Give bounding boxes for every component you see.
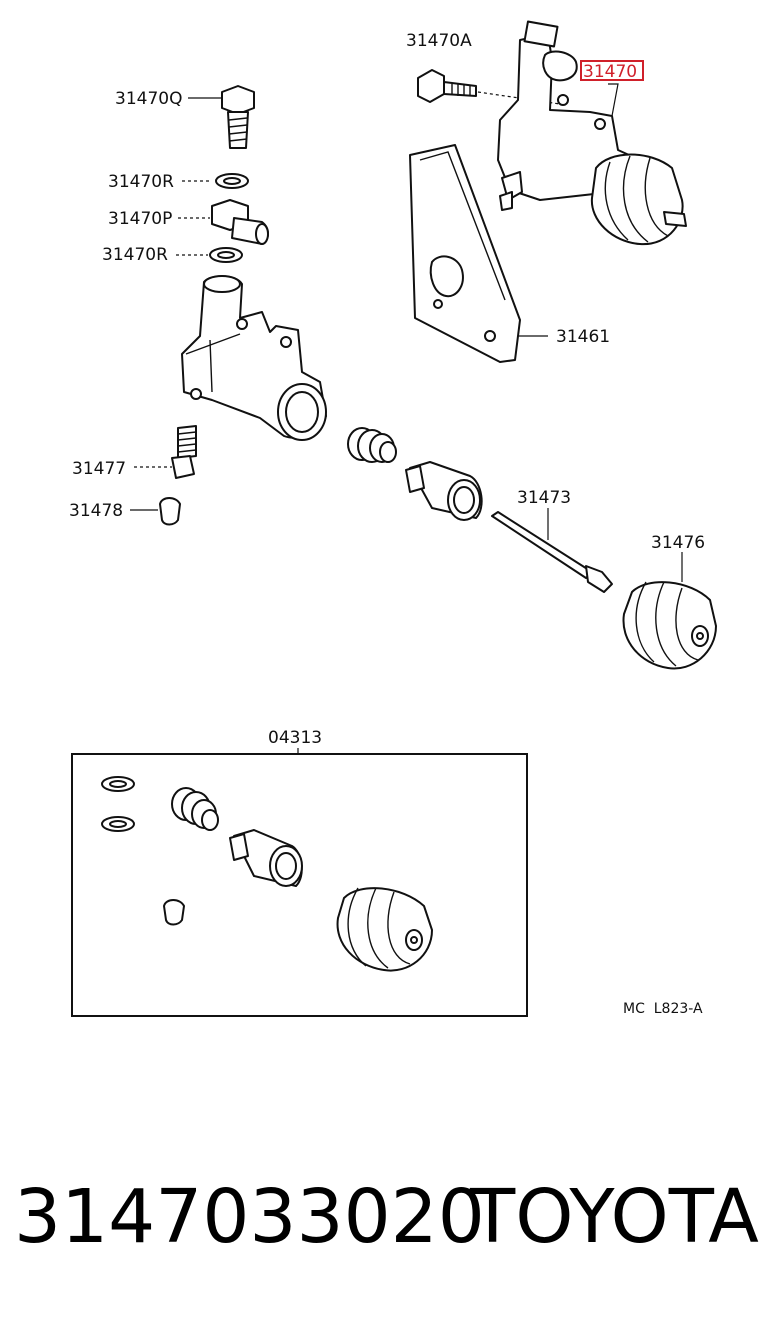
callout-31470P: 31470P (108, 209, 172, 229)
boot (622, 581, 717, 670)
push-rod (491, 511, 613, 593)
callout-04313: 04313 (268, 728, 322, 748)
spring (347, 427, 397, 463)
callout-31477: 31477 (72, 459, 126, 479)
piston (405, 461, 483, 521)
callout-31470R-top: 31470R (108, 172, 174, 192)
callout-31470A: 31470A (406, 31, 472, 51)
repair-kit-box (71, 748, 528, 1017)
callout-31461: 31461 (556, 327, 610, 347)
callout-31470R-bottom: 31470R (102, 245, 168, 265)
union-bolt (221, 85, 255, 149)
callout-31470: 31470 (583, 62, 637, 82)
callout-31470Q: 31470Q (115, 89, 182, 109)
callout-31478: 31478 (69, 501, 123, 521)
union-fitting (211, 199, 269, 245)
brand-name: TOYOTA (470, 1174, 759, 1260)
highlight-box (580, 60, 644, 81)
part-number: 3147033020 (14, 1174, 485, 1260)
bleeder-plug (171, 425, 197, 479)
callout-31473: 31473 (517, 488, 571, 508)
clutch-release-cylinder-assembly (409, 20, 687, 363)
diagram-code: MC L823-A (623, 1001, 703, 1017)
cylinder-body (181, 275, 327, 441)
callout-31476: 31476 (651, 533, 705, 553)
